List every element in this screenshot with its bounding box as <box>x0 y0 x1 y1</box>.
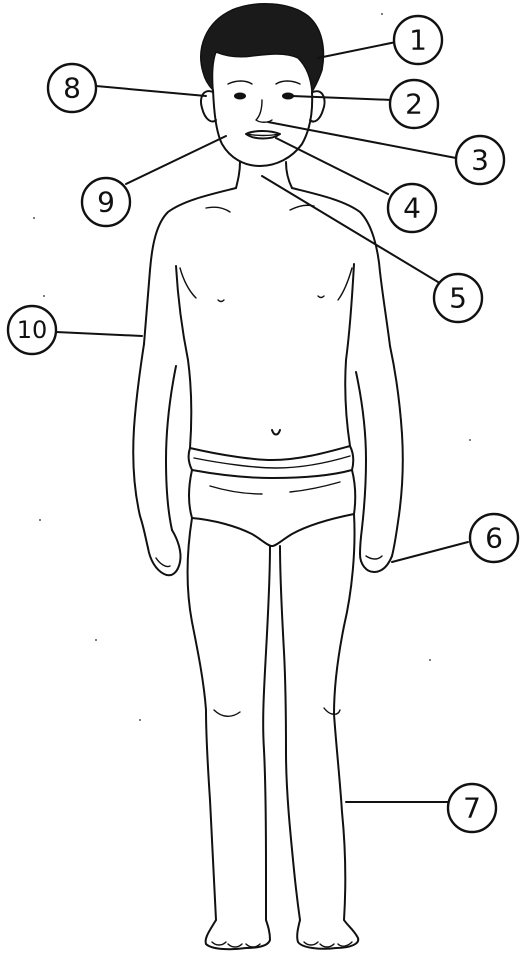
leader-2 <box>292 96 392 100</box>
label-3: 3 <box>456 136 504 184</box>
nipple-right <box>318 296 324 298</box>
collarbone-left <box>206 207 230 212</box>
label-8: 8 <box>48 64 96 112</box>
leg-right-outer <box>334 514 355 920</box>
torso-side-right <box>345 264 354 446</box>
label-3-text: 3 <box>471 144 489 177</box>
label-5-text: 5 <box>449 282 467 315</box>
speck <box>43 295 45 297</box>
toes-right <box>304 942 352 947</box>
arm-right-outer <box>390 346 403 556</box>
speck <box>33 217 35 219</box>
label-1: 1 <box>394 16 442 64</box>
hand-right <box>360 528 392 572</box>
label-10-text: 10 <box>17 316 48 344</box>
label-7: 7 <box>448 784 496 832</box>
hand-left-fingers <box>156 558 170 567</box>
chest-line-left <box>180 268 196 298</box>
leader-3 <box>268 122 456 158</box>
underpants-fold-1 <box>210 486 262 494</box>
leg-left-inner <box>263 546 270 920</box>
arm-left-inner <box>166 366 176 530</box>
leg-left-outer <box>188 518 217 920</box>
neck-left <box>236 162 240 188</box>
leader-10 <box>56 332 142 336</box>
nose <box>256 100 272 122</box>
navel <box>272 430 280 435</box>
speck <box>381 13 383 15</box>
label-2: 2 <box>390 80 438 128</box>
label-5: 5 <box>434 274 482 322</box>
underpants-fold-2 <box>290 482 340 492</box>
hand-right-fingers <box>366 556 382 559</box>
hair <box>201 4 324 92</box>
torso-side-left <box>176 266 191 448</box>
speck <box>39 519 41 521</box>
label-10: 10 <box>8 306 56 354</box>
knee-left <box>214 710 240 716</box>
leader-lines <box>56 42 468 802</box>
label-2-text: 2 <box>405 88 423 121</box>
leader-9 <box>126 136 226 184</box>
label-9: 9 <box>82 178 130 226</box>
label-4-text: 4 <box>403 192 421 225</box>
eyebrow-right <box>276 81 300 84</box>
mouth-line <box>247 134 279 136</box>
speck <box>469 439 471 441</box>
leader-1 <box>318 42 396 58</box>
torso-right-outline <box>292 188 390 346</box>
underpants-body <box>189 470 355 546</box>
speck <box>95 639 97 641</box>
speck <box>429 659 431 661</box>
boy-figure <box>33 4 471 949</box>
chest-line-right <box>338 268 352 300</box>
torso-left-outline <box>144 188 236 344</box>
label-7-text: 7 <box>463 792 481 825</box>
knee-right <box>324 708 340 714</box>
arm-left-outer <box>133 344 148 548</box>
label-6: 6 <box>470 514 518 562</box>
arm-right-inner <box>356 372 366 528</box>
speck <box>139 719 141 721</box>
neck-right <box>286 162 292 188</box>
leg-right-inner <box>280 546 300 920</box>
label-4: 4 <box>388 184 436 232</box>
leader-4 <box>276 138 388 194</box>
label-9-text: 9 <box>97 186 115 219</box>
label-1-text: 1 <box>409 24 427 57</box>
leader-6 <box>392 542 468 562</box>
leader-8 <box>96 86 206 96</box>
eyebrow-left <box>228 81 252 84</box>
label-8-text: 8 <box>63 72 81 105</box>
label-6-text: 6 <box>485 522 503 555</box>
nipple-left <box>218 300 224 302</box>
eye-left <box>234 93 246 100</box>
toes-left <box>212 942 260 947</box>
underpants-band-fold <box>194 456 350 468</box>
hand-left <box>148 530 181 575</box>
